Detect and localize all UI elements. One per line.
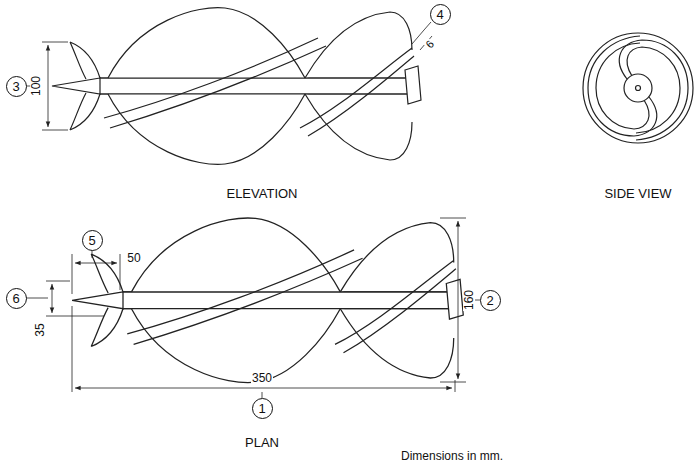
callout-circle: 3 [6, 76, 27, 97]
callout-circle: 5 [82, 230, 103, 251]
auger-elevation [52, 8, 421, 165]
callout-number: 2 [486, 294, 493, 307]
side-view-figure [583, 33, 693, 143]
view-title: SIDE VIEW [603, 187, 672, 200]
dimension-text: 35 [34, 322, 46, 337]
dimension-text: 350 [251, 372, 273, 384]
callout-number: 1 [258, 402, 265, 415]
callout-number: 4 [436, 8, 443, 21]
dimension-text: 160 [463, 289, 475, 311]
dimension-text: 50 [126, 252, 141, 264]
callout-circle: 2 [480, 290, 501, 311]
callout-number: 3 [12, 80, 19, 93]
auger-plan [72, 218, 463, 383]
callout-circle: 4 [430, 4, 451, 25]
callout-circle: 1 [252, 398, 273, 419]
view-title: ELEVATION [225, 187, 298, 200]
callout-number: 5 [88, 234, 95, 247]
note-text: Dimensions in mm. [400, 450, 504, 462]
dimension-text: 100 [30, 75, 42, 97]
callout-number: 6 [12, 292, 19, 305]
dimension-text: 6 [423, 37, 437, 50]
view-title: PLAN [244, 436, 280, 449]
callout-circle: 6 [6, 288, 27, 309]
